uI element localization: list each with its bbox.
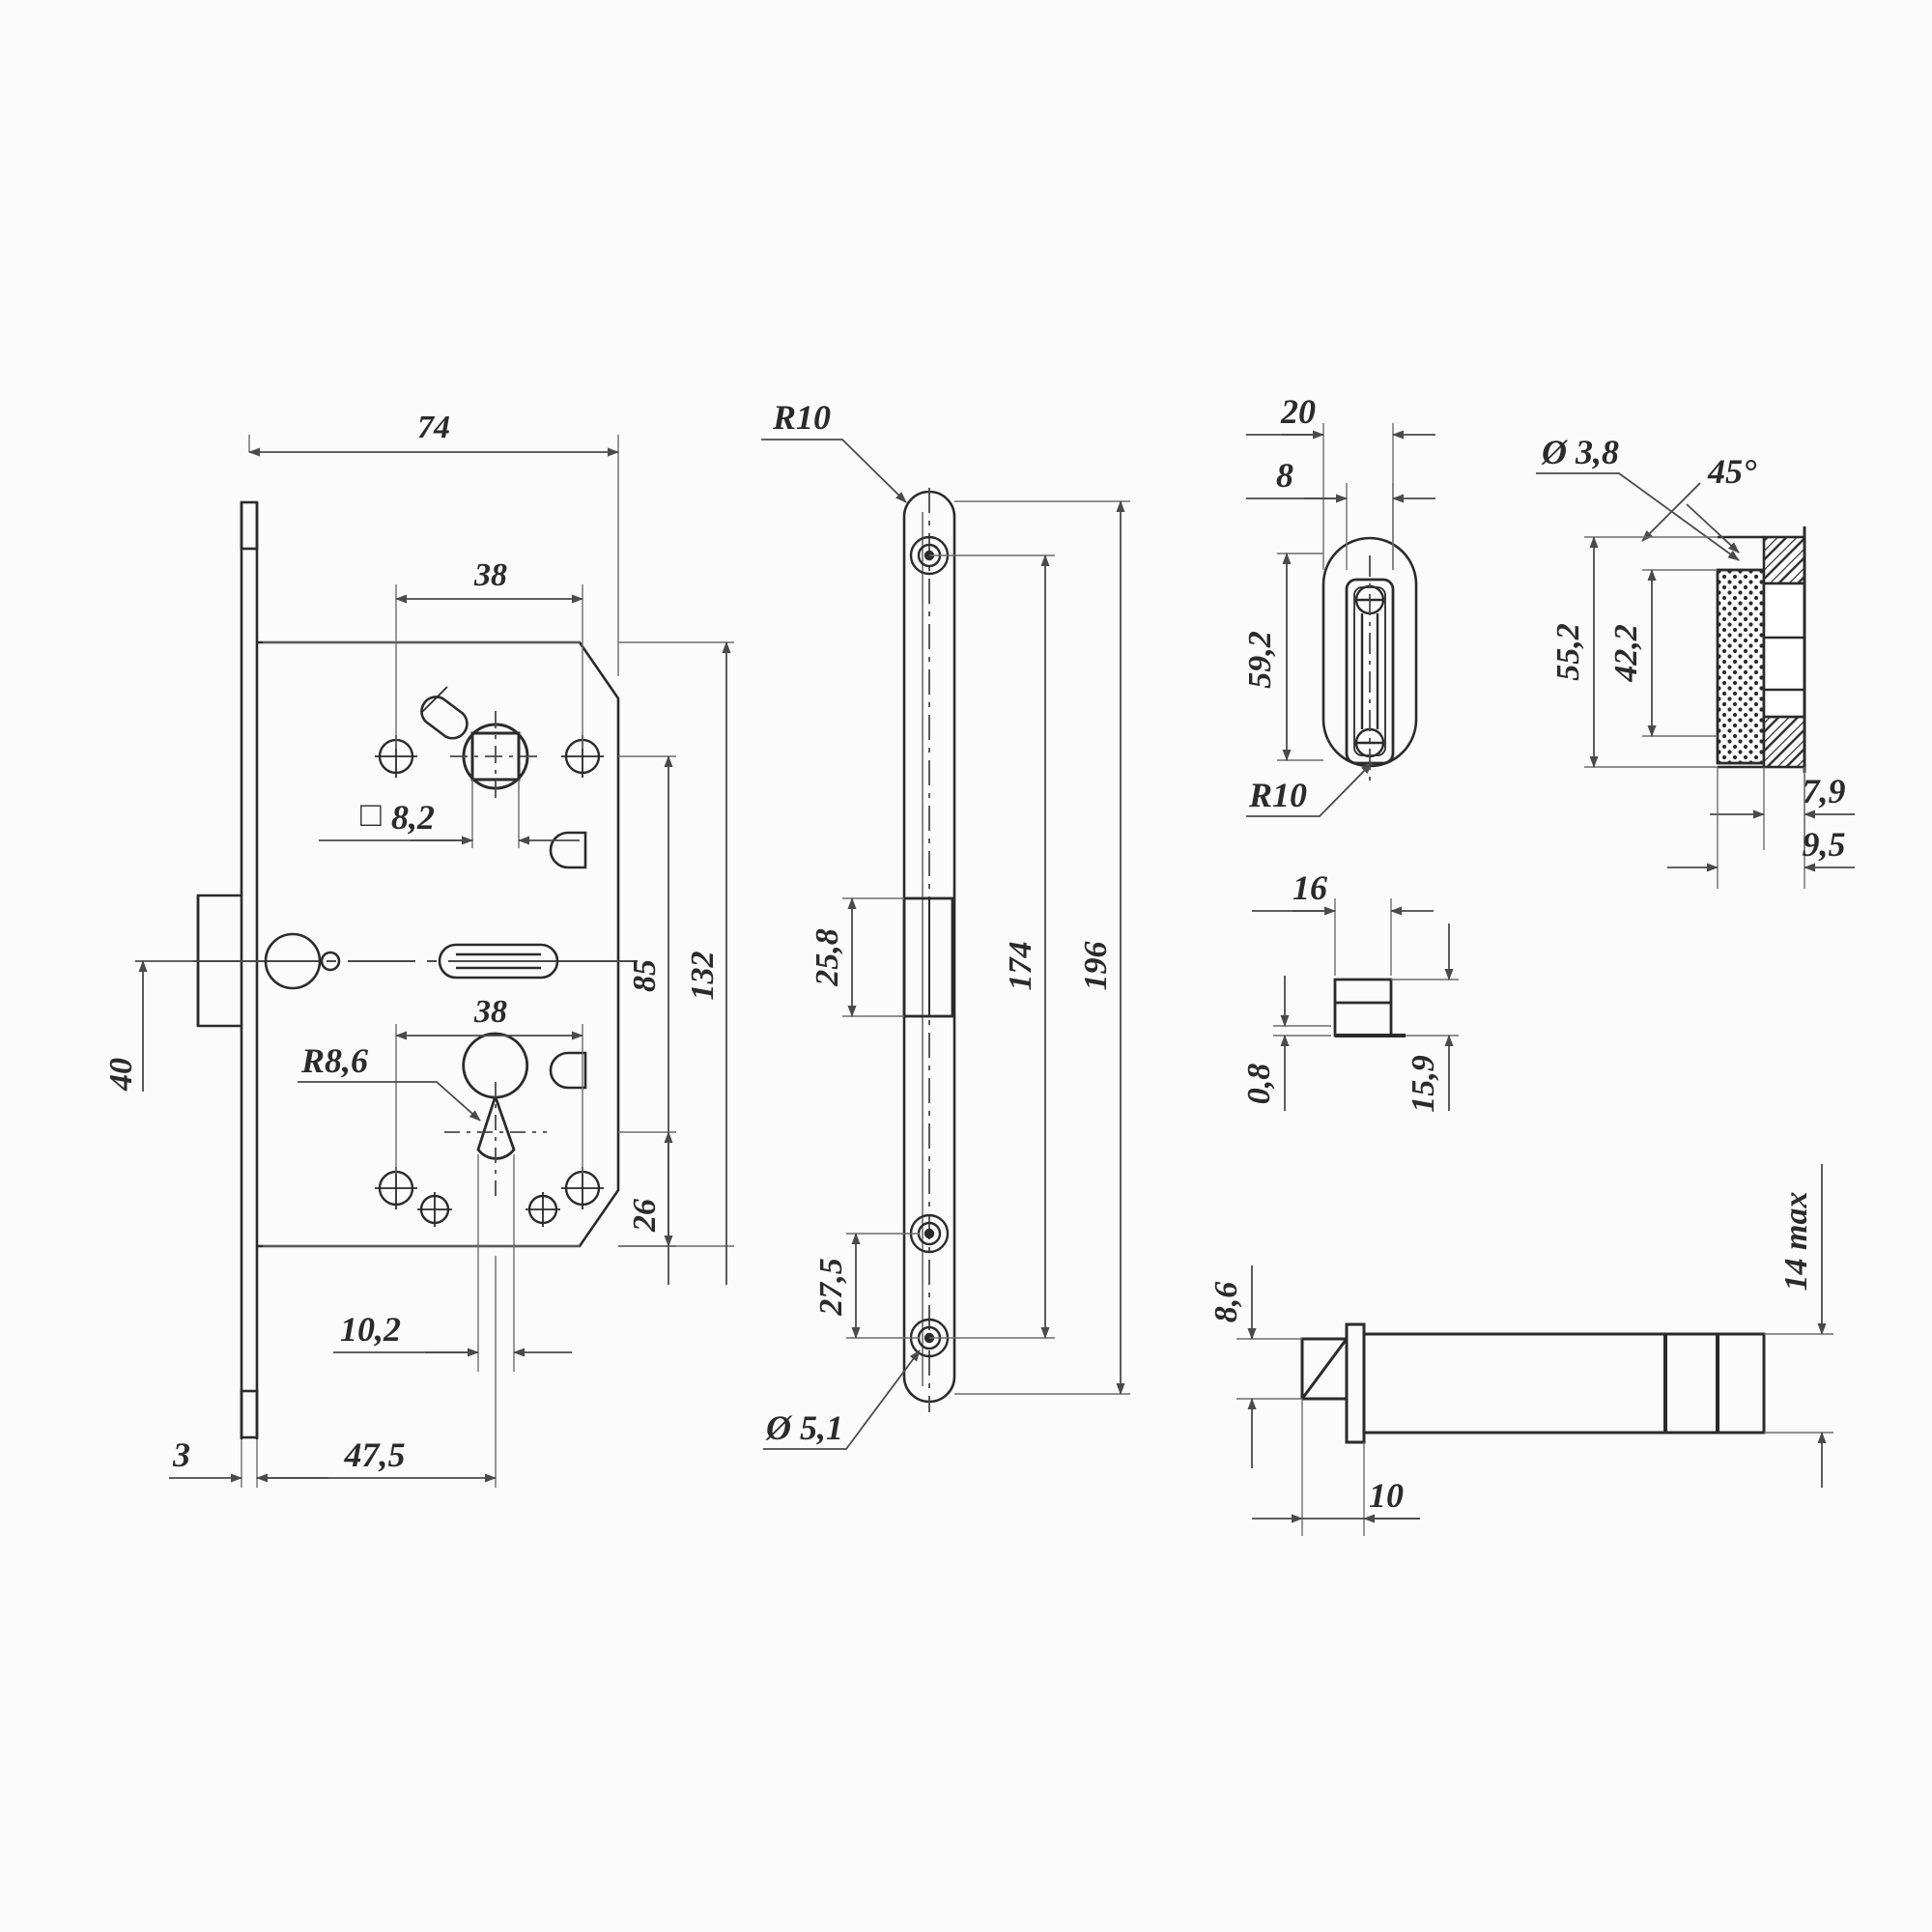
dim-0-8: 0,8 [1241, 976, 1331, 1111]
dim-15-9: 15,9 [1391, 923, 1459, 1113]
dim-42-2: 42,2 [1608, 569, 1718, 737]
dim-8: 8 [1246, 456, 1435, 570]
dim-20-label: 20 [1280, 392, 1316, 431]
dim-25-8: 25,8 [810, 897, 904, 1017]
dim-74-label: 74 [417, 410, 450, 445]
dim-26-label: 26 [627, 1199, 663, 1233]
dim-40: 40 [103, 960, 193, 1092]
dim-132: 132 [618, 641, 734, 1285]
dim-14-max: 14 max [1764, 1164, 1833, 1488]
dim-55-2: 55,2 [1550, 536, 1718, 768]
follower-hub-centrelines [450, 711, 541, 802]
euro-cylinder-cutout [462, 1032, 529, 1160]
faceplate-strip [240, 500, 259, 1439]
dim-r10-escutcheon-label: R10 [1248, 776, 1307, 814]
leader-r10-faceplate: R10 [761, 398, 907, 503]
mid-slot [438, 943, 559, 980]
dim-196: 196 [954, 500, 1130, 1395]
view-spindle: 8,6 10 14 max [1208, 1164, 1833, 1536]
dim-10-2: 10,2 [333, 1154, 572, 1372]
view-strike-detail: 16 0,8 15,9 [1241, 868, 1459, 1113]
cylinder-centrelines [444, 1082, 547, 1198]
dim-8-6-label: 8,6 [1208, 1282, 1244, 1323]
dim-14-max-label: 14 max [1778, 1192, 1814, 1292]
view-lock-body: 74 38 □ 8,2 85 [103, 410, 734, 1488]
dim-7-9: 7,9 [1710, 767, 1855, 850]
dim-9-5-label: 9,5 [1803, 825, 1846, 864]
dim-9-5: 9,5 [1667, 767, 1855, 889]
dim-196-label: 196 [1078, 942, 1114, 991]
leader-45deg: 45° [1641, 452, 1757, 554]
dim-85-label: 85 [627, 959, 663, 992]
dim-16: 16 [1252, 868, 1434, 976]
leader-dia-51: Ø 5,1 [763, 1350, 921, 1450]
dim-7-9-label: 7,9 [1803, 772, 1846, 810]
view-escutcheon: 20 8 59,2 R10 [1242, 392, 1435, 817]
dim-r86-label: R8,6 [300, 1041, 368, 1080]
dim-132-label: 132 [685, 952, 721, 1001]
dim-38-upper-label: 38 [473, 557, 507, 593]
dim-r10-faceplate-label: R10 [772, 398, 831, 437]
dim-59-2-label: 59,2 [1242, 631, 1278, 689]
dim-42-2-label: 42,2 [1608, 624, 1644, 683]
dim-27-5: 27,5 [813, 1233, 920, 1339]
strike-step-shape [1333, 978, 1406, 1037]
view-faceplate: R10 Ø 5,1 25,8 27,5 174 [761, 398, 1130, 1450]
dim-8-2-label: 8,2 [391, 798, 435, 837]
dim-10: 10 [1252, 1399, 1420, 1536]
view-section: Ø 3,8 45° 55,2 42,2 7,9 [1536, 433, 1855, 889]
dim-27-5-label: 27,5 [813, 1258, 849, 1317]
dim-16-label: 16 [1293, 868, 1327, 907]
dim-10-2-label: 10,2 [340, 1310, 401, 1349]
upper-oblong-slot [420, 686, 469, 740]
dim-26: 26 [618, 1131, 676, 1247]
spindle-shaft [1362, 1332, 1766, 1435]
dim-45deg-label: 45° [1707, 452, 1757, 491]
dim-174-label: 174 [1003, 942, 1038, 991]
dim-47-5-label: 47,5 [344, 1435, 406, 1474]
dim-38-lower-label: 38 [473, 994, 507, 1030]
faceplate-outline [902, 490, 956, 1404]
dim-bottom-row: 3 47,5 [169, 1256, 497, 1488]
dim-25-8-label: 25,8 [810, 928, 845, 987]
leader-r10-escutcheon: R10 [1246, 762, 1373, 817]
dim-square-symbol: □ [360, 795, 382, 834]
upper-keep-shape [549, 831, 587, 869]
leader-dia-38: Ø 3,8 [1536, 433, 1740, 561]
dim-38-upper: 38 [395, 557, 583, 749]
dim-38-lower: 38 [395, 994, 583, 1174]
dim-3-label: 3 [172, 1435, 190, 1474]
section-body [1716, 526, 1806, 773]
dim-follower-square: □ 8,2 [319, 780, 580, 848]
dim-8-label: 8 [1276, 456, 1293, 495]
dim-15-9-label: 15,9 [1406, 1055, 1441, 1113]
dim-55-2-label: 55,2 [1550, 623, 1586, 681]
leader-r86: R8,6 [298, 1041, 481, 1122]
lower-fixing-hole-crosslines [375, 1167, 604, 1227]
dim-59-2: 59,2 [1242, 553, 1323, 761]
lock-case-thin-edges [263, 641, 580, 1247]
dim-width-74: 74 [248, 410, 619, 676]
deadbolt-circles [264, 932, 341, 990]
dim-10-label: 10 [1369, 1476, 1404, 1515]
dim-174: 174 [929, 554, 1055, 1339]
dim-0-8-label: 0,8 [1241, 1064, 1277, 1105]
dim-dia-38-label: Ø 3,8 [1541, 433, 1619, 471]
dim-8-6: 8,6 [1208, 1265, 1302, 1468]
dim-dia-51-label: Ø 5,1 [765, 1408, 843, 1447]
lower-keep-shape [549, 1051, 587, 1090]
faceplate-latch-opening [902, 896, 954, 1018]
dim-40-label: 40 [103, 1058, 139, 1092]
